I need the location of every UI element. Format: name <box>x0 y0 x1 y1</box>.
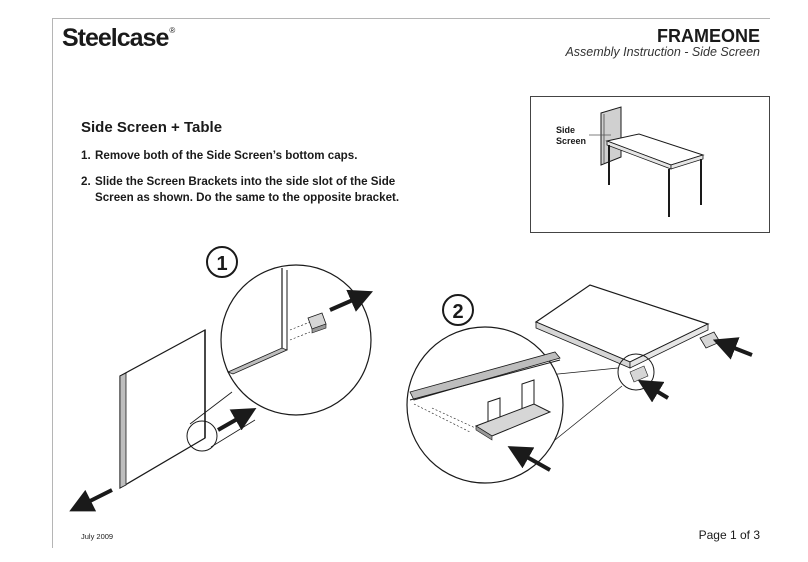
slide-arrow <box>507 446 551 472</box>
document-title: FRAMEONE <box>657 26 760 46</box>
callout-2-circle <box>442 294 474 326</box>
step-number: 1. <box>81 149 91 162</box>
section-heading: Side Screen + Table <box>81 119 223 136</box>
header-rule <box>52 18 770 19</box>
table-edge-side <box>670 154 704 170</box>
detail-connector <box>547 367 619 376</box>
step-number: 2. <box>81 175 91 188</box>
page-number: Page 1 of 3 <box>698 528 760 542</box>
margin-rule <box>52 18 53 548</box>
inset-label-line1: Side <box>556 125 575 135</box>
instruction-steps: 1. Remove both of the Side Screen’s botto… <box>81 148 411 216</box>
overview-drawing: Side Screen <box>556 106 705 217</box>
registered-mark: ® <box>169 26 176 35</box>
callout-1-number: 1 <box>216 253 227 275</box>
detail-1-contents <box>226 268 327 375</box>
inset-label-line2: Screen <box>556 136 586 146</box>
detail-circle-1 <box>220 264 372 416</box>
table-top-step2 <box>534 284 710 369</box>
steelcase-logo: Steelcase® <box>62 24 175 53</box>
step-text: Remove both of the Side Screen’s bottom … <box>95 149 358 162</box>
overview-inset: Side Screen <box>530 96 770 233</box>
screen-bracket-small <box>629 365 649 383</box>
detail-marker-circle-2 <box>617 353 655 391</box>
remove-cap-arrow <box>69 488 113 512</box>
detail-marker-circle <box>186 420 218 452</box>
step-text: Slide the Screen Brackets into the side … <box>95 175 400 204</box>
document-subtitle: Assembly Instruction - Side Screen <box>565 45 760 59</box>
detail-connector <box>210 419 256 448</box>
slide-arrow <box>712 337 753 360</box>
slide-arrow <box>637 379 670 403</box>
step-item: 1. Remove both of the Side Screen’s botto… <box>81 148 411 164</box>
footer-date: July 2009 <box>81 532 114 541</box>
logo-text: Steelcase <box>62 24 169 52</box>
insert-arrow <box>329 289 373 312</box>
remove-cap-arrow <box>217 408 257 432</box>
detail-2-contents <box>409 351 561 441</box>
screen-bracket <box>699 331 721 349</box>
callout-2-number: 2 <box>452 301 463 323</box>
detail-circle-2 <box>406 326 564 484</box>
step-item: 2. Slide the Screen Brackets into the sid… <box>81 174 411 206</box>
detail-connector <box>189 391 233 425</box>
side-screen-panel-step1 <box>119 328 206 490</box>
side-screen-panel <box>600 106 622 166</box>
callout-1-circle <box>206 246 238 278</box>
detail-connector <box>554 385 623 441</box>
